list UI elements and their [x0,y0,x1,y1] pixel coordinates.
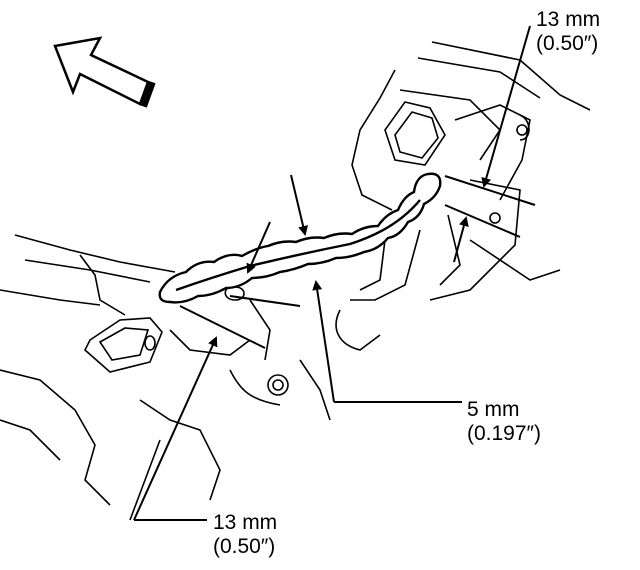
dimension-imperial: (0.50″) [213,535,276,558]
dimension-value: 5 mm [467,398,520,421]
dimension-imperial: (0.50″) [536,32,599,55]
sealant-bead [158,172,442,304]
dimension-label-bottom-left: 13 mm (0.50″) [213,511,277,559]
body-panel-background [0,41,591,521]
dimension-imperial: (0.197″) [467,422,541,445]
forward-direction-arrow-icon [53,36,156,108]
dimension-label-middle-right: 5 mm (0.197″) [467,398,541,446]
dimension-lines [133,25,536,521]
dimension-value: 13 mm [213,511,278,534]
dimension-value: 13 mm [536,8,601,31]
dimension-label-top-right: 13 mm (0.50″) [536,8,600,56]
